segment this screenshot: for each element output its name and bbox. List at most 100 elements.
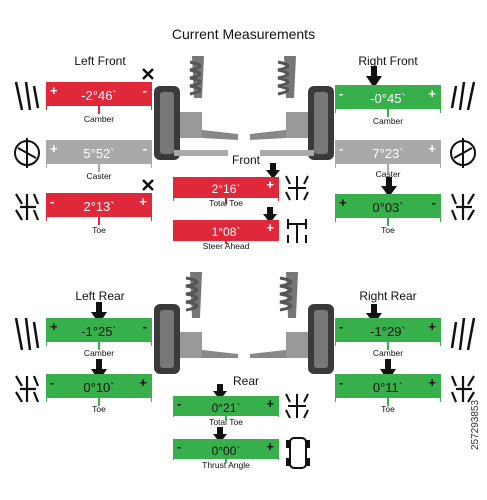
thrust-angle-icon: [286, 437, 310, 469]
arrow-down-icon: [266, 163, 280, 179]
left-rear-toe-value: 0°10`: [83, 380, 115, 395]
minus-symbol: -: [431, 195, 436, 210]
plus-symbol: +: [266, 177, 274, 192]
front-total-toe-value: 2°16`: [211, 182, 241, 196]
camber-icon: [450, 317, 476, 351]
left-rear-toe-label: Toe: [92, 404, 106, 414]
left-front-toe-value: 2°13`: [83, 199, 115, 214]
left-front-toe-label: Toe: [92, 225, 106, 235]
gauge-tick: [335, 342, 441, 350]
toe-icon: [450, 375, 475, 403]
front-total-toe-label: Total Toe: [209, 198, 243, 208]
minus-symbol: -: [142, 83, 147, 98]
right-front-toe-value: 0°03`: [372, 200, 404, 215]
left-front-camber-gauge: + - -2°46`: [46, 82, 152, 106]
plus-symbol: +: [50, 83, 58, 98]
left-rear-camber-value: -1°25`: [81, 324, 117, 339]
toe-icon: [15, 193, 40, 221]
gauge-tick: [335, 109, 441, 117]
arrow-down-icon: [366, 304, 382, 324]
right-rear-camber-value: -1°29`: [370, 324, 406, 339]
right-front-camber-gauge: - + -0°45`: [335, 85, 441, 109]
right-rear-label: Right Rear: [359, 289, 417, 303]
page-title: Current Measurements: [171, 26, 316, 42]
gauge-tick: [173, 238, 279, 244]
x-mark-icon: [142, 68, 154, 80]
right-rear-toe-gauge: - + 0°11`: [335, 374, 441, 398]
thrust-angle-label: Thrust Angle: [202, 460, 250, 470]
right-front-label: Right Front: [358, 54, 418, 68]
camber-icon: [450, 81, 476, 111]
front-total-toe-gauge: + 2°16`: [173, 177, 279, 198]
plus-symbol: +: [139, 375, 147, 390]
left-rear-camber-label: Camber: [83, 348, 115, 358]
left-front-camber-label: Camber: [83, 114, 115, 124]
front-left-suspension-illustration: [154, 56, 238, 160]
arrow-down-icon: [91, 359, 107, 381]
x-mark-icon: [142, 179, 154, 191]
gauge-tick: [173, 457, 279, 463]
rear-total-toe-gauge: - + 0°21`: [173, 396, 279, 416]
left-rear-toe-gauge: - + 0°10`: [46, 374, 152, 398]
steer-ahead-icon: [287, 219, 307, 243]
minus-symbol: -: [50, 375, 55, 390]
steer-ahead-value: 1°08`: [211, 225, 241, 239]
caster-icon: [450, 138, 476, 168]
minus-symbol: -: [339, 375, 344, 390]
plus-symbol: +: [266, 220, 274, 235]
left-front-label: Left Front: [74, 54, 126, 68]
gauge-tick: [46, 106, 152, 114]
left-rear-camber-gauge: + - -1°25`: [46, 318, 152, 342]
minus-symbol: -: [339, 319, 344, 334]
total-toe-icon: [285, 175, 309, 201]
gauge-tick: [335, 164, 441, 172]
left-front-toe-gauge: - + 2°13`: [46, 193, 152, 217]
left-front-caster-gauge: + - 5°52`: [46, 140, 152, 164]
arrow-down-icon: [381, 177, 397, 197]
plus-symbol: +: [428, 319, 436, 334]
rear-right-suspension-illustration: [250, 272, 334, 374]
minus-symbol: -: [142, 141, 147, 156]
arrow-down-icon: [366, 66, 382, 88]
plus-symbol: +: [428, 86, 436, 101]
minus-symbol: -: [142, 319, 147, 334]
minus-symbol: -: [339, 141, 344, 156]
gauge-tick: [335, 398, 441, 406]
right-front-camber-label: Camber: [372, 116, 404, 126]
right-front-caster-label: Caster: [375, 169, 401, 179]
plus-symbol: +: [266, 439, 274, 454]
caster-icon: [14, 138, 40, 168]
left-front-caster-label: Caster: [86, 171, 112, 181]
plus-symbol: +: [428, 141, 436, 156]
gauge-tick: [46, 217, 152, 225]
right-front-toe-label: Toe: [381, 225, 395, 235]
toe-icon: [450, 193, 475, 221]
total-toe-icon: [285, 393, 309, 419]
rear-total-toe-value: 0°21`: [211, 401, 241, 415]
rear-left-suspension-illustration: [154, 272, 238, 374]
rear-total-toe-label: Total Toe: [209, 417, 243, 427]
minus-symbol: -: [177, 396, 182, 411]
plus-symbol: +: [50, 319, 58, 334]
gauge-tick: [46, 398, 152, 406]
right-rear-camber-label: Camber: [372, 348, 404, 358]
gauge-tick: [335, 218, 441, 226]
steer-ahead-label: Steer Ahead: [202, 241, 250, 251]
right-front-caster-value: 7°23`: [372, 146, 404, 161]
right-rear-camber-gauge: - + -1°29`: [335, 318, 441, 342]
right-front-camber-value: -0°45`: [370, 91, 406, 106]
steer-ahead-gauge: + 1°08`: [173, 220, 279, 241]
thrust-angle-gauge: - + 0°00`: [173, 439, 279, 459]
plus-symbol: +: [339, 195, 347, 210]
arrow-down-icon: [263, 207, 277, 223]
arrow-down-icon: [380, 359, 396, 381]
front-right-suspension-illustration: [250, 56, 334, 160]
gauge-tick: [173, 414, 279, 420]
camber-icon: [14, 81, 40, 111]
plus-symbol: +: [139, 194, 147, 209]
gauge-tick: [46, 164, 152, 172]
right-rear-toe-value: 0°11`: [372, 380, 404, 395]
camber-icon: [14, 317, 40, 351]
left-front-camber-value: -2°46`: [81, 88, 117, 103]
watermark-text: 257293853: [470, 399, 481, 450]
